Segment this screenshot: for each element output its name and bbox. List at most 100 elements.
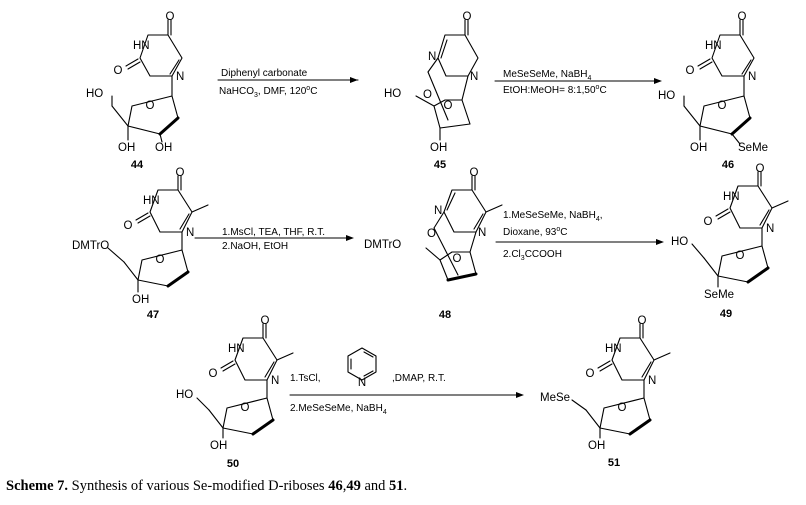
atom-O: O — [427, 228, 436, 240]
atom-OH: OH — [132, 294, 149, 306]
reaction-arrow-2: MeSeSeMe, NaBH4 EtOH:MeOH= 8:1,50oC — [494, 69, 662, 96]
compound-number: 46 — [722, 159, 734, 171]
reagent-line: 2.NaOH, EtOH — [222, 241, 288, 252]
atom-O: O — [638, 315, 647, 327]
atom-DMTrO: DMTrO — [72, 240, 109, 252]
atom-HN: HN — [133, 40, 150, 52]
atom-O: O — [453, 253, 462, 265]
atom-O: O — [241, 402, 250, 414]
compound-48: O N O N O DMTrO 48 — [364, 167, 503, 321]
compound-49: O HN O N O HO SeMe 49 — [671, 163, 789, 320]
compound-50: O HN O N O HO OH 50 — [176, 315, 294, 470]
reagent-line: 1.TsCl, — [290, 373, 321, 384]
reagent-line: 2.Cl3CCOOH — [503, 249, 562, 262]
atom-O: O — [470, 167, 479, 179]
atom-O: O — [586, 368, 595, 380]
atom-HO: HO — [671, 236, 688, 248]
reagent-line: 2.MeSeSeMe, NaBH4 — [290, 403, 387, 416]
atom-N: N — [470, 71, 478, 83]
compound-number: 45 — [434, 159, 446, 171]
compound-46: O HN O N O HO OH SeMe 46 — [658, 11, 768, 171]
reaction-arrow-4: 1.MeSeSeMe, NaBH4, Dioxane, 93oC 2.Cl3CC… — [495, 210, 664, 262]
compound-number: 51 — [608, 457, 620, 469]
compound-number: 49 — [720, 308, 732, 320]
atom-O: O — [423, 89, 432, 101]
atom-OH: OH — [118, 142, 135, 154]
atom-N: N — [358, 377, 366, 389]
atom-N: N — [648, 375, 656, 387]
reagent-line: ,DMAP, R.T. — [392, 373, 446, 384]
atom-O: O — [261, 315, 270, 327]
atom-O: O — [736, 250, 745, 262]
atom-SeMe: SeMe — [738, 142, 768, 154]
atom-MeSe: MeSe — [540, 392, 570, 404]
scheme-caption: Scheme 7. Synthesis of various Se-modifi… — [6, 478, 407, 495]
compound-45: O N O N O HO OH 45 — [384, 11, 479, 171]
compound-51: O HN O N O MeSe OH 51 — [540, 315, 671, 469]
atom-O: O — [463, 11, 472, 23]
atom-O: O — [156, 254, 165, 266]
atom-OH: OH — [155, 142, 172, 154]
caption-end: . — [403, 478, 408, 494]
atom-O: O — [718, 100, 727, 112]
atom-OH: OH — [210, 440, 227, 452]
atom-O: O — [166, 11, 175, 23]
atom-N: N — [748, 71, 756, 83]
atom-N: N — [271, 375, 279, 387]
reagent-line: 1.MeSeSeMe, NaBH4, — [503, 210, 603, 223]
atom-HN: HN — [605, 343, 622, 355]
atom-O: O — [124, 220, 133, 232]
atom-HO: HO — [176, 389, 193, 401]
atom-O: O — [686, 65, 695, 77]
caption-compound: 49 — [346, 478, 361, 494]
atom-HO: HO — [658, 90, 675, 102]
caption-compound: 46 — [328, 478, 343, 494]
reaction-arrow-3: 1.MsCl, TEA, THF, R.T. 2.NaOH, EtOH — [194, 227, 354, 252]
atom-O: O — [176, 167, 185, 179]
atom-HN: HN — [705, 40, 722, 52]
atom-HN: HN — [723, 191, 740, 203]
atom-O: O — [756, 163, 765, 175]
compound-number: 48 — [439, 309, 451, 321]
pyridine-structure: N — [347, 347, 377, 389]
atom-OH: OH — [430, 142, 447, 154]
atom-O: O — [146, 100, 155, 112]
atom-O: O — [209, 368, 218, 380]
caption-compound: 51 — [389, 478, 404, 494]
atom-SeMe: SeMe — [704, 289, 734, 301]
condition-line: NaHCO3, DMF, 120oC — [219, 85, 317, 99]
atom-HN: HN — [228, 343, 245, 355]
compound-47: O HN O N O DMTrO OH 47 — [72, 167, 209, 321]
atom-HO: HO — [384, 88, 401, 100]
atom-O: O — [114, 65, 123, 77]
atom-HN: HN — [143, 195, 160, 207]
atom-N: N — [176, 71, 184, 83]
reagent-line: MeSeSeMe, NaBH4 — [503, 69, 591, 82]
reagent-line: Diphenyl carbonate — [221, 68, 308, 79]
caption-label: Scheme 7. — [6, 478, 69, 494]
compound-number: 50 — [227, 458, 239, 470]
atom-DMTrO: DMTrO — [364, 239, 401, 251]
condition-line: EtOH:MeOH= 8:1,50oC — [503, 84, 607, 96]
atom-HO: HO — [86, 88, 103, 100]
atom-O: O — [738, 11, 747, 23]
condition-line: Dioxane, 93oC — [503, 226, 568, 238]
reaction-scheme: O HN O N O HO OH OH 44 Diphenyl carbonat… — [72, 11, 789, 470]
caption-text: Synthesis of various Se-modified D-ribos… — [68, 478, 329, 494]
atom-OH: OH — [588, 440, 605, 452]
compound-number: 44 — [131, 159, 144, 171]
caption-separator: and — [360, 478, 389, 494]
atom-O: O — [444, 100, 453, 112]
reaction-arrow-5: 1.TsCl, N ,DMAP, R.T. 2.MeSeSeMe, NaBH4 — [289, 347, 524, 416]
atom-O: O — [704, 216, 713, 228]
atom-O: O — [618, 402, 627, 414]
reagent-line: 1.MsCl, TEA, THF, R.T. — [222, 227, 325, 238]
atom-N: N — [766, 223, 774, 235]
caption-separator: , — [342, 478, 347, 494]
atom-N: N — [186, 227, 194, 239]
atom-N: N — [434, 205, 442, 217]
reaction-arrow-1: Diphenyl carbonate NaHCO3, DMF, 120oC — [217, 68, 359, 99]
compound-number: 47 — [147, 309, 159, 321]
atom-N: N — [478, 227, 486, 239]
atom-OH: OH — [690, 142, 707, 154]
